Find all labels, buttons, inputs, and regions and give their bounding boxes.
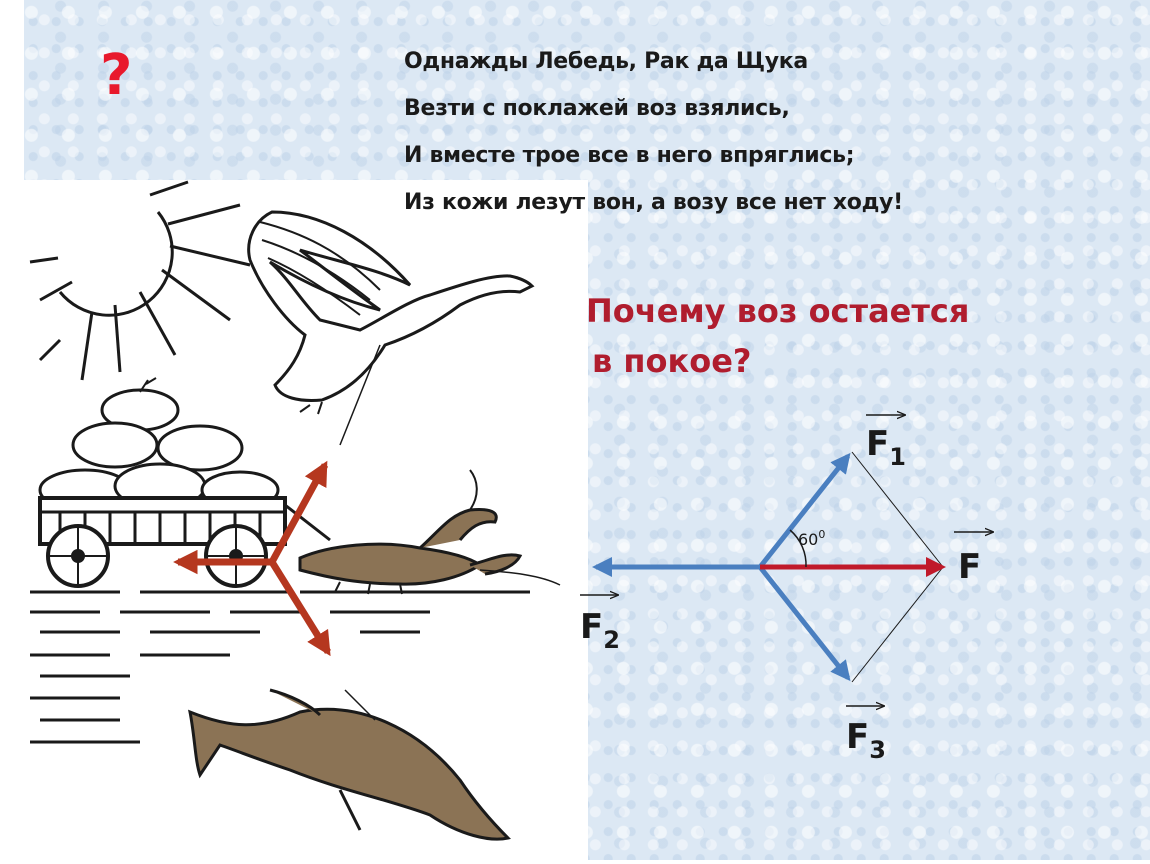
force-diagram: 600 F1 F F2 F3 [580,415,993,764]
poem-line-3: И вместе трое все в него впряглись; [404,143,855,168]
angle-arc [789,529,807,568]
angle-label: 600 [798,528,825,549]
water-lines [30,590,530,744]
swan-drawing [247,210,535,446]
poem: Однажды Лебедь, Рак да Щука Везти с покл… [404,38,903,226]
parallelogram-edge-top [851,451,944,568]
f1-arrow [758,452,851,569]
f3-arrow [758,565,851,682]
illustration-force-arrows [173,460,331,657]
f1-label: F1 [866,424,906,471]
f-label: F [958,547,981,587]
cart-drawing [38,377,331,588]
sun-icon [29,180,251,381]
f2-label: F2 [580,607,620,654]
poem-line-2: Везти с поклажей воз взялись, [404,96,790,121]
poem-line-1: Однажды Лебедь, Рак да Щука [404,49,808,74]
pike-drawing [188,688,511,841]
parallelogram-edge-bottom [851,566,944,683]
crayfish-drawing [298,469,561,595]
question-line-1: Почему воз остается [586,292,970,330]
f3-label: F3 [846,717,886,764]
question-line-2: в покое? [592,342,752,380]
question: Почему воз остается в покое? [586,286,969,386]
question-mark: ? [100,43,133,108]
poem-line-4: Из кожи лезут вон, а возу все нет ходу! [404,190,903,215]
